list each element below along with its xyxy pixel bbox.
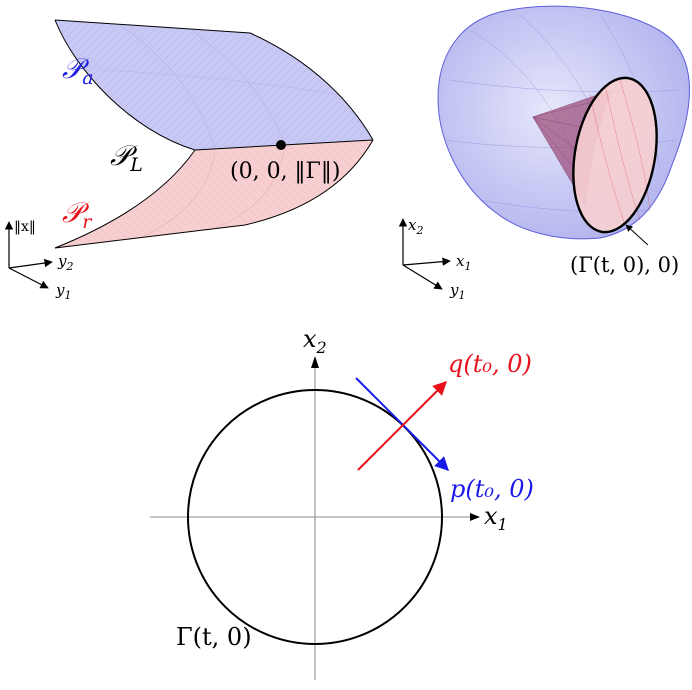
axis-label-norm-x: ‖x‖: [14, 219, 36, 235]
curve-gamma: [187, 389, 443, 645]
axis-label-y2: y2: [57, 252, 73, 273]
point-marker: [276, 140, 286, 150]
vector-q: [357, 381, 447, 471]
panel-b: (Γ(t, 0), 0) x2 x1 y1: [398, 5, 690, 302]
axes-triad-a: ‖x‖ y2 y1: [4, 219, 73, 302]
axis-label-y1-b: y1: [449, 281, 465, 302]
curve-gamma-3d: [572, 76, 658, 234]
axis-label-x1-c: x1: [484, 502, 508, 534]
label-curve-3d: (Γ(t, 0), 0): [570, 253, 679, 277]
label-gamma: Γ(t, 0): [176, 623, 252, 651]
axes-triad-b: x2 x1 y1: [398, 216, 471, 302]
label-point: (0, 0, ‖Γ‖): [230, 159, 340, 184]
axis-label-x2-c: x2: [303, 325, 327, 357]
panel-c: x2 x1 q(t₀, 0) p(t₀, 0) Γ(t, 0): [150, 325, 534, 680]
label-p-r: 𝒫r: [62, 196, 93, 233]
red-disc: [573, 77, 657, 233]
axis-label-x1-b: x1: [456, 252, 471, 273]
label-p-l: 𝒫L: [110, 139, 143, 176]
axis-label-x2-b: x2: [408, 216, 423, 237]
axis-label-y1: y1: [55, 281, 71, 302]
label-p: p(t₀, 0): [450, 475, 534, 503]
label-q: q(t₀, 0): [448, 350, 532, 378]
panel-a: 𝒫a 𝒫L 𝒫r (0, 0, ‖Γ‖) ‖x‖ y2 y1: [4, 19, 374, 302]
vector-p: [355, 377, 449, 471]
pointer-arrow: [625, 224, 649, 246]
